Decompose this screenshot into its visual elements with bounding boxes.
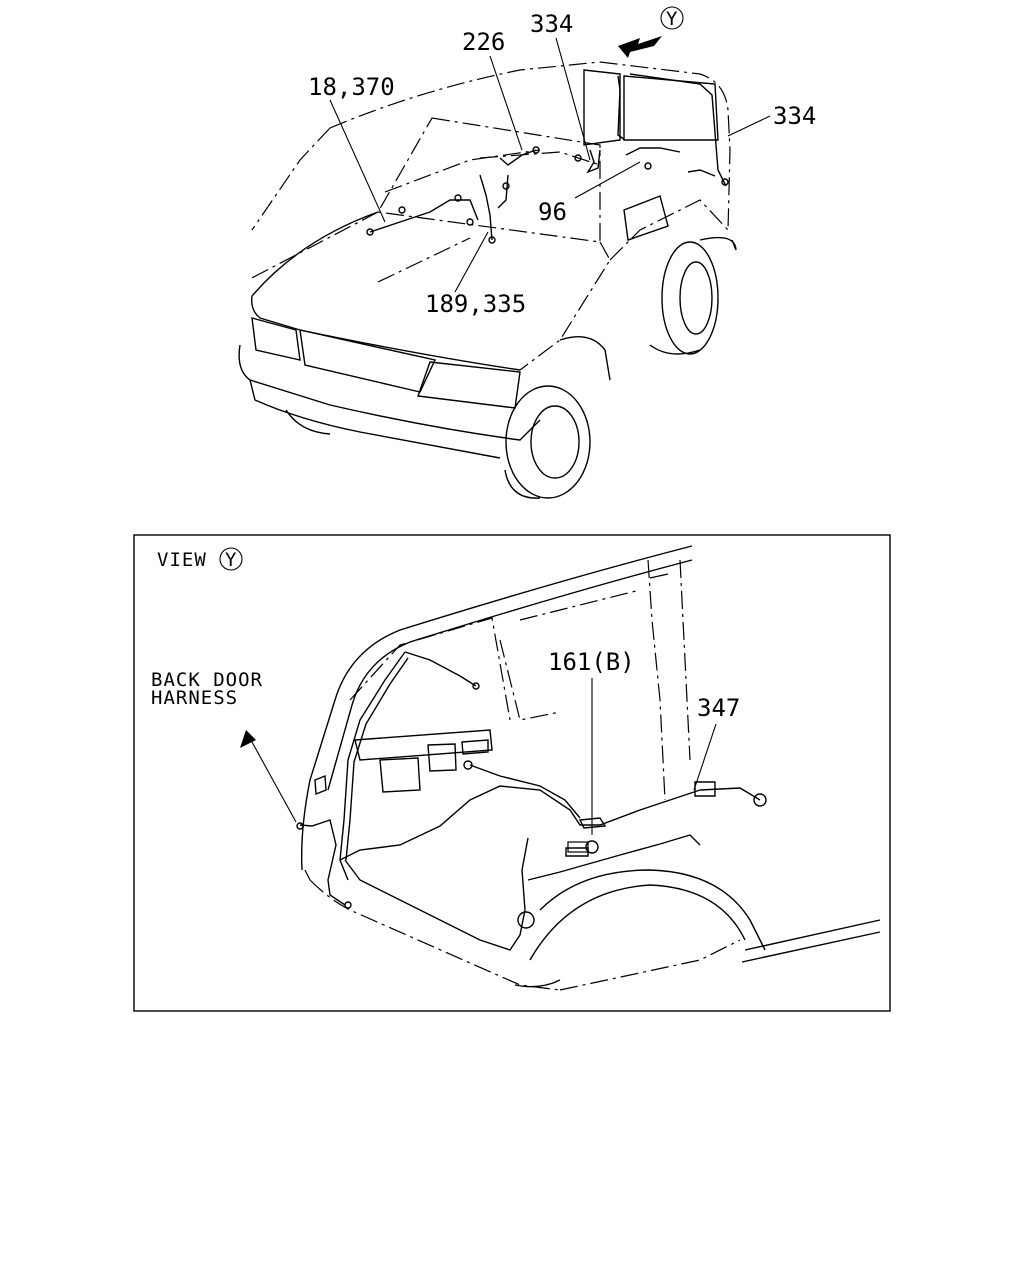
bolt-161b	[567, 840, 599, 854]
harness-wiring-top	[366, 73, 729, 244]
label-189-335: 189,335	[425, 290, 526, 318]
label-161b: 161(B)	[548, 648, 635, 676]
harness-wiring-detail	[296, 651, 767, 951]
label-226: 226	[462, 28, 505, 56]
view-marker-circle	[660, 6, 684, 30]
leader-lines-top	[329, 37, 771, 293]
label-96: 96	[538, 198, 567, 226]
label-334-right: 334	[773, 102, 816, 130]
label-347: 347	[697, 694, 740, 722]
label-back-door: BACK DOOR	[151, 669, 263, 691]
detail-view-frame	[133, 534, 891, 1012]
leader-lines-detail	[240, 678, 717, 835]
label-harness: HARNESS	[151, 687, 238, 709]
label-18-370: 18,370	[308, 73, 395, 101]
vehicle-illustration	[238, 61, 737, 499]
view-y-arrow	[618, 6, 684, 58]
view-marker-y-top: Y	[666, 8, 678, 30]
rear-interior-illustration	[300, 545, 881, 991]
label-334-top: 334	[530, 10, 573, 38]
view-title-circle	[219, 547, 243, 571]
view-title: VIEW	[157, 549, 207, 571]
view-title-marker: Y	[225, 549, 237, 571]
